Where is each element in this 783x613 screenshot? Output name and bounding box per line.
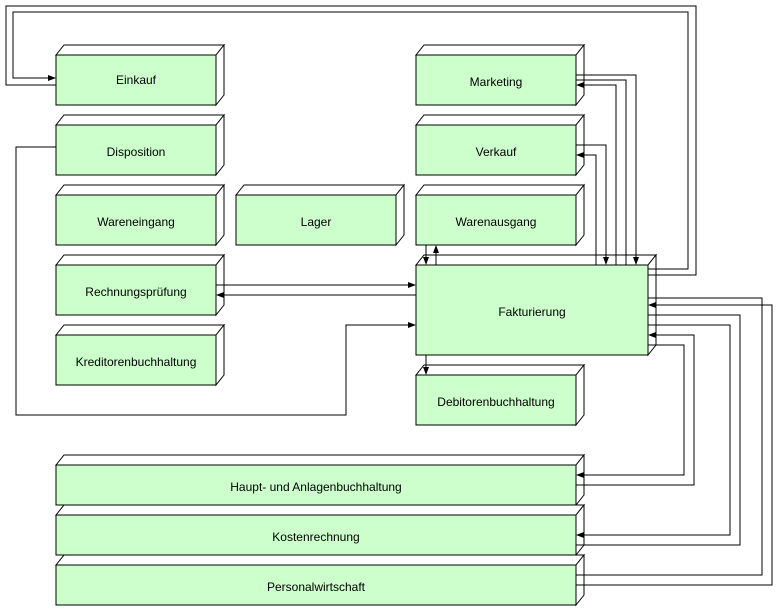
connector-rechnungspruefung-fakturierung	[216, 282, 416, 298]
box-einkauf[interactable]: Einkauf	[54, 43, 226, 107]
box-debitorenbuchhaltung-label: Debitorenbuchhaltung	[437, 395, 554, 409]
box-kostenrechnung[interactable]: Kostenrechnung	[54, 503, 586, 557]
box-kreditorenbuchhaltung[interactable]: Kreditorenbuchhaltung	[54, 323, 226, 387]
box-warenausgang-label: Warenausgang	[456, 215, 537, 229]
box-fakturierung[interactable]: Fakturierung	[414, 253, 658, 357]
box-lager-label: Lager	[301, 215, 332, 229]
box-marketing[interactable]: Marketing	[414, 43, 586, 107]
box-personalwirtschaft[interactable]: Personalwirtschaft	[54, 553, 586, 607]
connector-marketing-fakturierung	[576, 74, 639, 265]
box-personalwirtschaft-label: Personalwirtschaft	[267, 580, 366, 594]
box-verkauf[interactable]: Verkauf	[414, 113, 586, 177]
box-disposition-label: Disposition	[107, 145, 166, 159]
box-kostenrechnung-label: Kostenrechnung	[272, 530, 359, 544]
connector-disposition-fakturierung	[15, 146, 416, 416]
box-disposition[interactable]: Disposition	[54, 113, 226, 177]
box-fakturierung-label: Fakturierung	[498, 305, 565, 319]
connector-verkauf-fakturierung	[576, 144, 609, 265]
connector-fakturierung-debitorenbuchhaltung	[423, 355, 429, 375]
box-rechnungspruefung[interactable]: Rechnungsprüfung	[54, 253, 226, 317]
box-haupt-und-anlagenbuchhaltung-label: Haupt- und Anlagenbuchhaltung	[230, 480, 401, 494]
box-haupt-und-anlagenbuchhaltung[interactable]: Haupt- und Anlagenbuchhaltung	[54, 453, 586, 507]
connector-fakturierung-kostenrechnung	[576, 314, 741, 546]
box-wareneingang[interactable]: Wareneingang	[54, 183, 226, 247]
box-debitorenbuchhaltung[interactable]: Debitorenbuchhaltung	[414, 363, 586, 427]
box-lager[interactable]: Lager	[234, 183, 406, 247]
connector-warenausgang-fakturierung	[423, 245, 439, 265]
box-warenausgang[interactable]: Warenausgang	[414, 183, 586, 247]
connector-fakturierung-einkauf	[5, 5, 697, 276]
connector-fakturierung-personalwirtschaft	[576, 297, 773, 586]
box-einkauf-label: Einkauf	[116, 73, 157, 87]
box-kreditorenbuchhaltung-label: Kreditorenbuchhaltung	[76, 355, 197, 369]
box-rechnungspruefung-label: Rechnungsprüfung	[85, 285, 186, 299]
connector-fakturierung-hauptbuchhaltung	[576, 332, 695, 486]
box-marketing-label: Marketing	[470, 75, 523, 89]
box-verkauf-label: Verkauf	[476, 145, 517, 159]
box-wareneingang-label: Wareneingang	[97, 215, 175, 229]
